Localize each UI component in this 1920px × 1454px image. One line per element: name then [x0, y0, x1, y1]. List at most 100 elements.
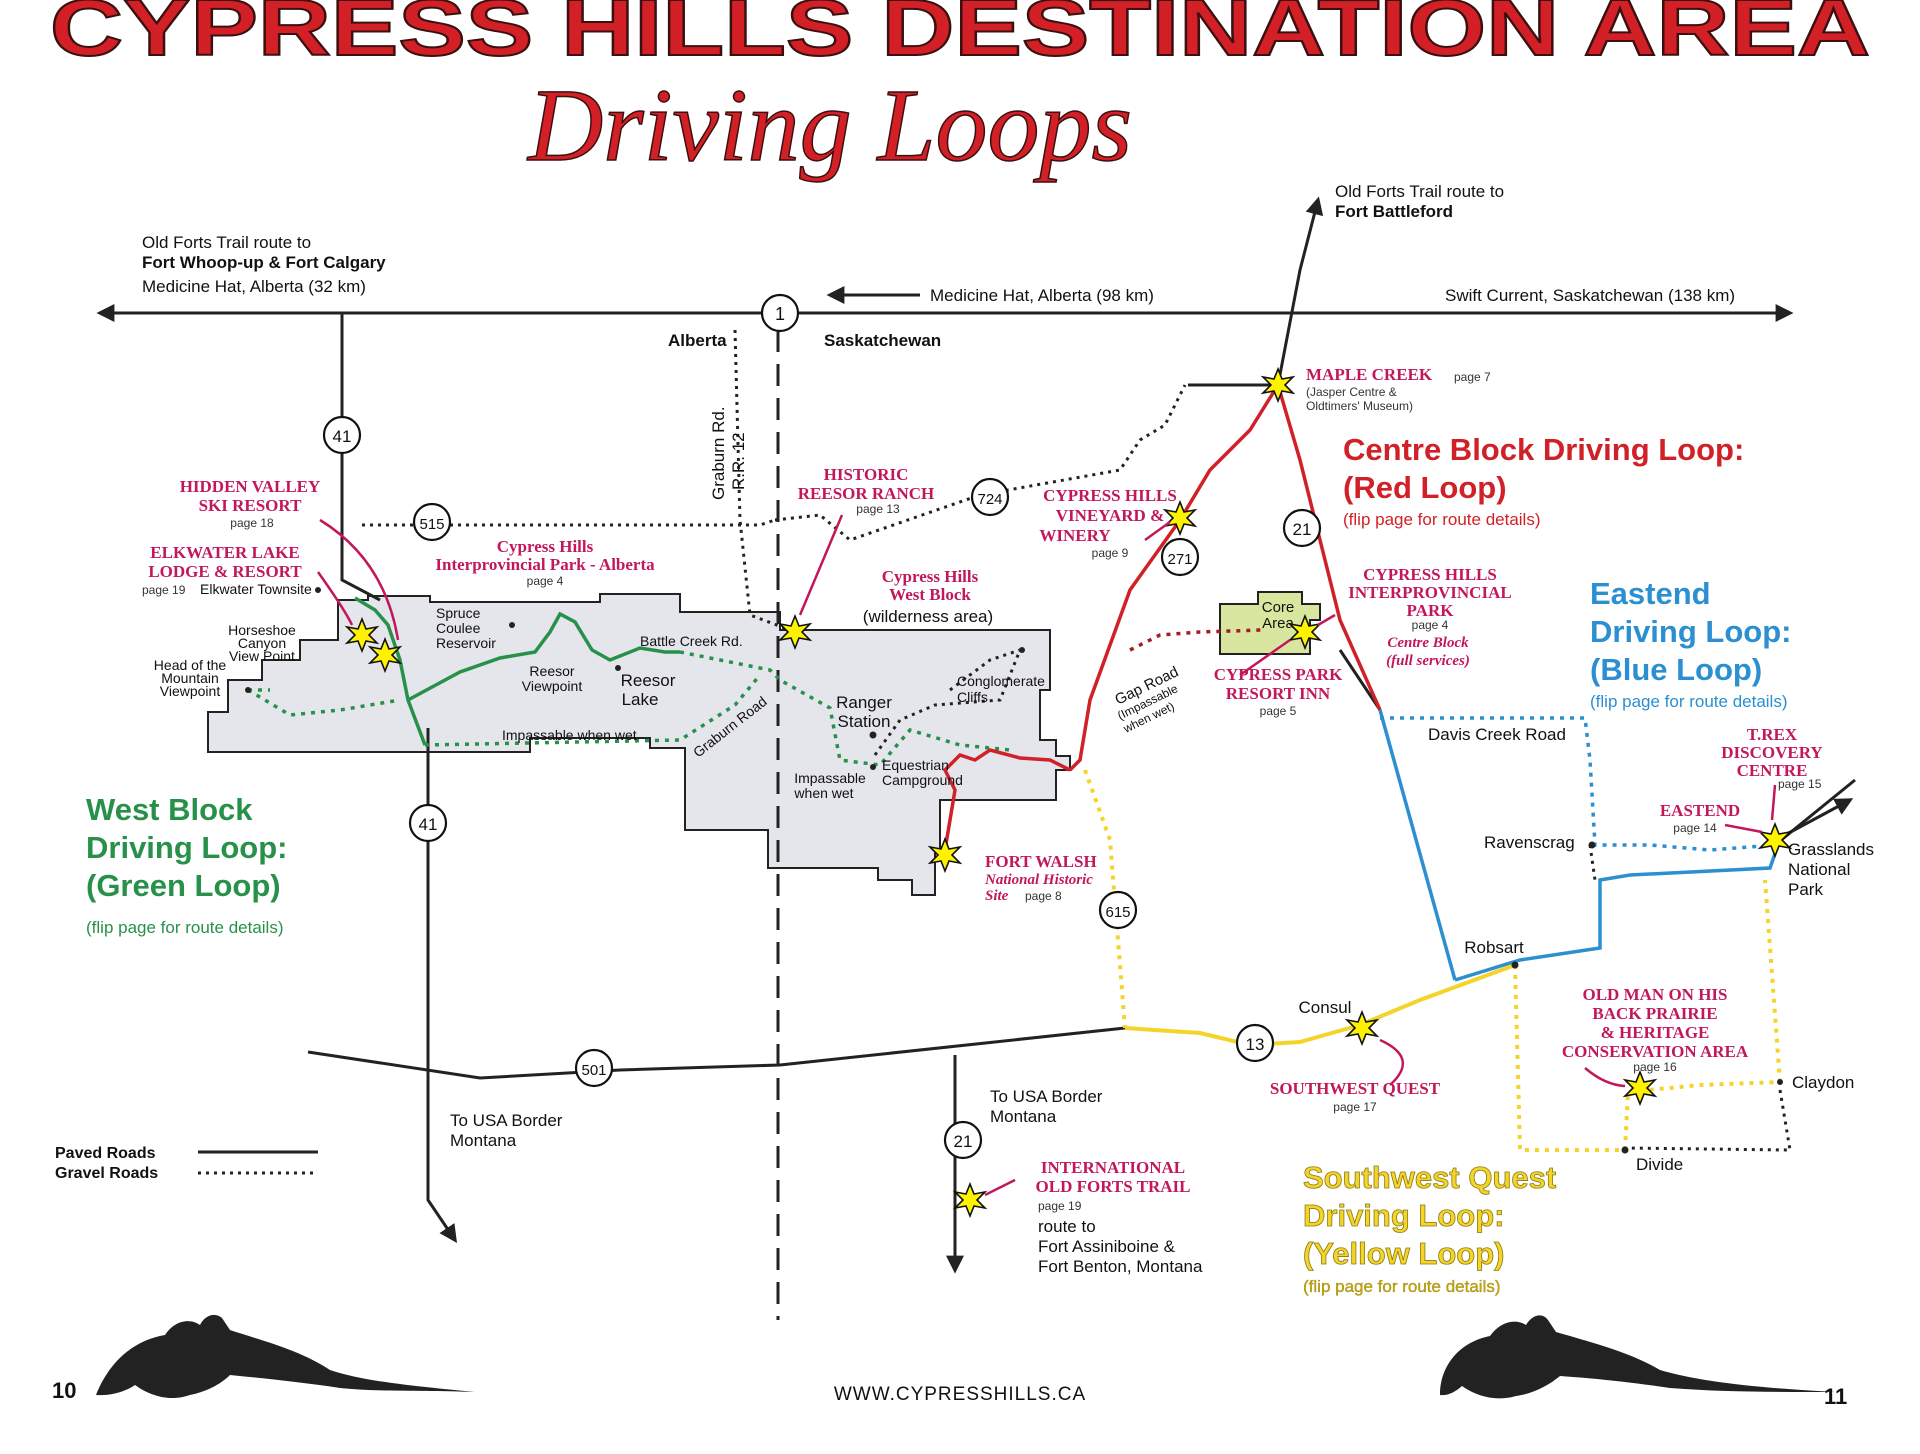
- oldman-page: page 16: [1633, 1060, 1677, 1074]
- swift-current-label: Swift Current, Saskatchewan (138 km): [1445, 286, 1735, 305]
- ravenscrag-dot: [1588, 841, 1596, 849]
- horseshoe-label-1: Horseshoe: [228, 622, 296, 638]
- oldman-label-2: BACK PRAIRIE: [1592, 1004, 1717, 1023]
- page-number-right: 11: [1824, 1384, 1847, 1409]
- grasslands-label-3: Park: [1788, 880, 1823, 899]
- intl-page: page 19: [1038, 1199, 1082, 1213]
- trex-label-3: CENTRE: [1737, 761, 1808, 780]
- maple-creek-page: page 7: [1454, 370, 1491, 384]
- usa-east-label-1: To USA Border: [990, 1087, 1103, 1106]
- vineyard-page: page 9: [1092, 546, 1129, 560]
- ranger-station-dot: [869, 731, 877, 739]
- maple-creek-sub-1: (Jasper Centre &: [1306, 385, 1397, 399]
- svg-text:515: 515: [419, 516, 444, 533]
- grasslands-label-2: National: [1788, 860, 1850, 879]
- red-loop-fort-walsh: [942, 748, 1071, 851]
- highway-515: [362, 518, 776, 527]
- yellow-loop-note: (flip page for route details): [1303, 1277, 1501, 1296]
- yellow-loop-title-1: Southwest Quest: [1303, 1160, 1556, 1195]
- svg-text:615: 615: [1105, 904, 1130, 921]
- route-to-label: route to: [1038, 1217, 1096, 1236]
- hwy41-north-shield: 41: [322, 415, 362, 455]
- cliffs-label-2: Cliffs: [957, 689, 988, 705]
- svg-text:13: 13: [1246, 1035, 1265, 1054]
- blue-loop-title-1: Eastend: [1590, 576, 1711, 611]
- grasslands-arrow-2: [1784, 798, 1854, 837]
- davis-creek-label: Davis Creek Road: [1428, 725, 1566, 744]
- hwy13-shield: 13: [1235, 1023, 1275, 1063]
- divide-dot: [1621, 1146, 1629, 1154]
- green-loop-note: (flip page for route details): [86, 918, 284, 937]
- oldman-label-1: OLD MAN ON HIS: [1583, 985, 1728, 1004]
- horseshoe-label-3: View Point: [229, 648, 295, 664]
- maple-creek-label: MAPLE CREEK: [1306, 365, 1433, 384]
- head-mountain-label-1: Head of the: [154, 657, 227, 673]
- hwy21-south-shield: 21: [943, 1120, 983, 1160]
- green-loop-solid-east: [407, 611, 680, 702]
- highway-41-north: [340, 313, 381, 602]
- equestrian-label-2: Campground: [882, 772, 963, 788]
- claydon-label: Claydon: [1792, 1073, 1854, 1092]
- reesor-lake-label-1: Reesor: [621, 671, 676, 690]
- intl-pointer: [984, 1178, 1016, 1197]
- yellow-loop-title-2: Driving Loop:: [1303, 1198, 1504, 1233]
- red-loop-title-1: Centre Block Driving Loop:: [1343, 432, 1744, 467]
- fort-walsh-label-2: National Historic: [984, 872, 1093, 888]
- svg-text:41: 41: [419, 815, 438, 834]
- hwy41-south-shield: 41: [408, 803, 448, 843]
- svg-text:21: 21: [954, 1132, 973, 1151]
- svg-text:724: 724: [977, 491, 1002, 508]
- svg-text:1: 1: [775, 304, 785, 324]
- rr12-label: R.R. 12: [729, 432, 748, 490]
- spruce-label-3: Reservoir: [436, 635, 496, 651]
- robsart-dot: [1511, 961, 1519, 969]
- claydon-road: [1624, 1089, 1792, 1152]
- equestrian-label-1: Equestrian: [882, 757, 949, 773]
- divide-label: Divide: [1636, 1155, 1683, 1174]
- eastend-label: EASTEND: [1660, 801, 1740, 820]
- vineyard-label-1: CYPRESS HILLS: [1043, 486, 1177, 505]
- sk-park-label-3: PARK: [1407, 601, 1455, 620]
- hwy724-shield: 724: [970, 477, 1010, 517]
- hwy1-shield: 1: [760, 293, 800, 333]
- usa-east-label-2: Montana: [990, 1107, 1057, 1126]
- ab-park-label-2: Interprovincial Park - Alberta: [435, 555, 655, 574]
- alberta-label: Alberta: [668, 331, 727, 350]
- green-loop-title-3: (Green Loop): [86, 868, 281, 903]
- reesor-ranch-pointer: [798, 514, 844, 616]
- blue-loop-note: (flip page for route details): [1590, 692, 1788, 711]
- footer-url: WWW.CYPRESSHILLS.CA: [834, 1384, 1086, 1405]
- trex-label-1: T.REX: [1747, 725, 1798, 744]
- red-loop-note: (flip page for route details): [1343, 510, 1541, 529]
- map-title: CYPRESS HILLS DESTINATION AREA: [50, 0, 1870, 72]
- hwy515-shield: 515: [412, 502, 452, 542]
- trex-pointer: [1770, 784, 1777, 821]
- spruce-label-2: Coulee: [436, 620, 481, 636]
- vineyard-label-3: WINERY: [1039, 526, 1110, 545]
- hidden-valley-pointer: [319, 518, 400, 641]
- elkwater-town-dot: [315, 587, 321, 593]
- eastend-pointer: [1724, 823, 1763, 834]
- grasslands-label-1: Grasslands: [1788, 840, 1874, 859]
- core-label-2: Area: [1262, 615, 1294, 632]
- highway-724: [774, 384, 1187, 542]
- reesor-vp-label-1: Reesor: [529, 663, 574, 679]
- sw-quest-label: SOUTHWEST QUEST: [1270, 1079, 1441, 1098]
- core-label-1: Core: [1262, 599, 1295, 616]
- highway-501: [307, 1026, 1126, 1080]
- sw-quest-pointer: [1379, 1038, 1405, 1086]
- centre-north-road: [1338, 649, 1382, 711]
- oldman-label-3: & HERITAGE: [1601, 1023, 1710, 1042]
- sw-quest-page: page 17: [1333, 1100, 1377, 1114]
- assiniboine-label: Fort Assiniboine &: [1038, 1237, 1176, 1256]
- head-mountain-label-2: Mountain: [161, 670, 219, 686]
- horse-silhouette-right-icon: [1440, 1315, 1835, 1399]
- saskatchewan-label: Saskatchewan: [824, 331, 941, 350]
- reesor-lake-label-2: Lake: [622, 690, 659, 709]
- red-loop-east: [1276, 384, 1382, 711]
- cliffs-road: [949, 648, 1021, 692]
- legend-gravel-label: Gravel Roads: [55, 1165, 158, 1182]
- vineyard-pointer: [1144, 520, 1171, 542]
- svg-text:501: 501: [581, 1062, 606, 1079]
- sk-park-page: page 4: [1412, 618, 1449, 632]
